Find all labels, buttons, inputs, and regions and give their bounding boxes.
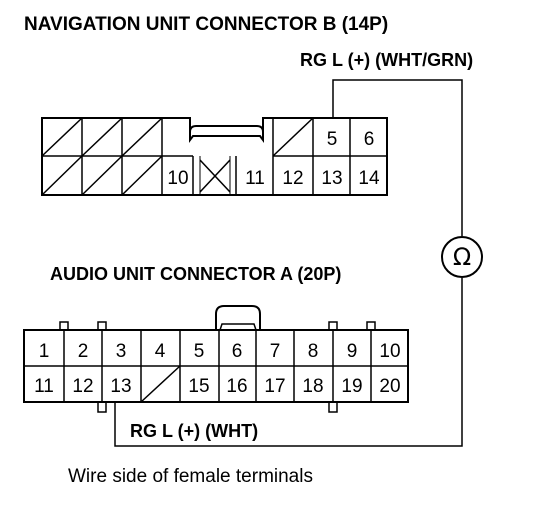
audio-pin-20: 20 <box>379 376 400 397</box>
nav-lead-wire <box>332 79 463 236</box>
audio-pin-7: 7 <box>270 341 281 362</box>
nav-pin-5: 5 <box>327 129 338 150</box>
caption: Wire side of female terminals <box>68 466 313 487</box>
audio-pin-15: 15 <box>188 376 209 397</box>
audio-connector <box>23 305 409 413</box>
audio-lead-wire <box>114 278 463 447</box>
audio-pin-11: 11 <box>34 376 54 397</box>
nav-connector <box>41 117 388 196</box>
audio-pin-12: 12 <box>72 376 93 397</box>
audio-pin-10: 10 <box>379 341 400 362</box>
audio-pin-19: 19 <box>341 376 362 397</box>
audio-pin-5: 5 <box>194 341 205 362</box>
nav-wire-label: RG L (+) (WHT/GRN) <box>300 50 473 70</box>
audio-pin-13: 13 <box>110 376 131 397</box>
audio-pin-4: 4 <box>155 341 166 362</box>
audio-pin-9: 9 <box>347 341 358 362</box>
audio-pin-6: 6 <box>232 341 243 362</box>
nav-pin-14: 14 <box>358 168 380 189</box>
audio-connector-title: AUDIO UNIT CONNECTOR A (20P) <box>50 264 341 284</box>
audio-pin-2: 2 <box>78 341 89 362</box>
test-lead-wiring <box>114 79 463 447</box>
audio-pin-18: 18 <box>302 376 323 397</box>
nav-pin-6: 6 <box>364 129 375 150</box>
audio-pin-8: 8 <box>308 341 319 362</box>
audio-pin-16: 16 <box>226 376 247 397</box>
audio-pin-3: 3 <box>116 341 127 362</box>
nav-pin-10: 10 <box>167 168 188 189</box>
nav-pin-12: 12 <box>282 168 303 189</box>
audio-wire-label: RG L (+) (WHT) <box>130 421 258 441</box>
nav-pin-11: 11 <box>245 168 265 189</box>
nav-terminal-numbers: 5 6 10 11 12 13 14 <box>167 129 380 189</box>
audio-pin-17: 17 <box>264 376 285 397</box>
ohm-symbol: Ω <box>453 243 471 271</box>
audio-pin-1: 1 <box>39 341 50 362</box>
nav-connector-title: NAVIGATION UNIT CONNECTOR B (14P) <box>24 14 388 35</box>
nav-pin-13: 13 <box>321 168 342 189</box>
ohmmeter-icon: Ω <box>441 236 483 278</box>
audio-terminal-numbers: 1 2 3 4 5 6 7 8 9 10 11 12 13 15 16 17 1… <box>34 341 400 397</box>
